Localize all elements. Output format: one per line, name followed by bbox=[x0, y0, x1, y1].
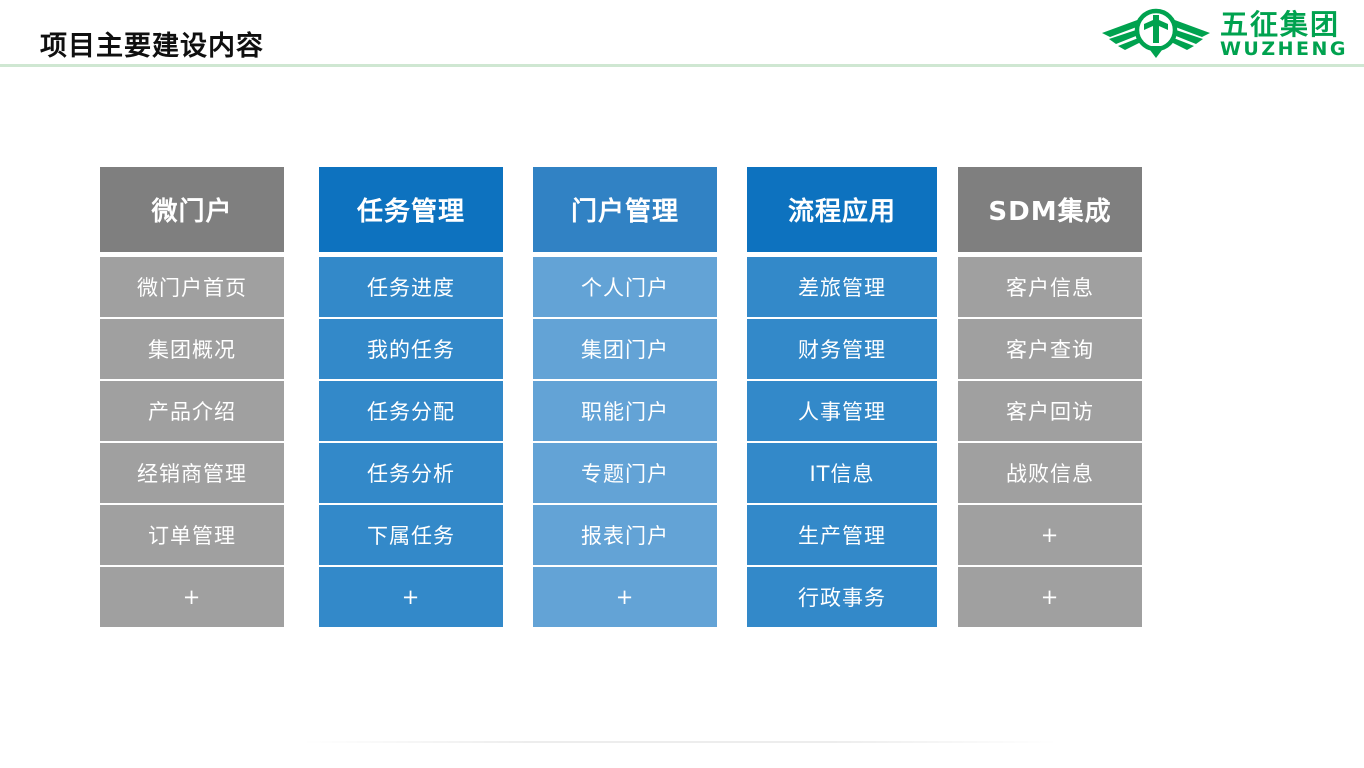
column-item: 下属任务 bbox=[319, 505, 503, 565]
wuzheng-logo: 五征集团 WUZHENG bbox=[1100, 6, 1348, 64]
column-item: 微门户首页 bbox=[100, 257, 284, 317]
column-item: 集团概况 bbox=[100, 319, 284, 379]
column-item: 专题门户 bbox=[533, 443, 717, 503]
logo-text-cn: 五征集团 bbox=[1219, 8, 1340, 42]
column-item: 任务分析 bbox=[319, 443, 503, 503]
column-item: 经销商管理 bbox=[100, 443, 284, 503]
logo-text-en: WUZHENG bbox=[1219, 37, 1348, 60]
column-item: 职能门户 bbox=[533, 381, 717, 441]
column-item: 战败信息 bbox=[958, 443, 1142, 503]
column-item-plus: + bbox=[958, 505, 1142, 565]
column-item-plus: + bbox=[958, 567, 1142, 627]
column-header-task-management: 任务管理 bbox=[319, 167, 503, 252]
column-header-sdm-integration: SDM集成 bbox=[958, 167, 1142, 252]
column-item: 任务分配 bbox=[319, 381, 503, 441]
column-header-portal-management: 门户管理 bbox=[533, 167, 717, 252]
column-process-apps: 流程应用 差旅管理 财务管理 人事管理 IT信息 生产管理 行政事务 bbox=[747, 167, 937, 629]
column-item: 财务管理 bbox=[747, 319, 937, 379]
wuzheng-wings-icon bbox=[1100, 6, 1212, 64]
column-item: 产品介绍 bbox=[100, 381, 284, 441]
column-item-plus: + bbox=[100, 567, 284, 627]
column-task-management: 任务管理 任务进度 我的任务 任务分配 任务分析 下属任务 + bbox=[319, 167, 503, 629]
column-item: 订单管理 bbox=[100, 505, 284, 565]
column-micro-portal: 微门户 微门户首页 集团概况 产品介绍 经销商管理 订单管理 + bbox=[100, 167, 284, 629]
column-item: 客户回访 bbox=[958, 381, 1142, 441]
column-portal-management: 门户管理 个人门户 集团门户 职能门户 专题门户 报表门户 + bbox=[533, 167, 717, 629]
column-sdm-integration: SDM集成 客户信息 客户查询 客户回访 战败信息 + + bbox=[958, 167, 1142, 629]
column-item: 人事管理 bbox=[747, 381, 937, 441]
column-item: 客户查询 bbox=[958, 319, 1142, 379]
column-item: 个人门户 bbox=[533, 257, 717, 317]
column-item: 报表门户 bbox=[533, 505, 717, 565]
column-item-plus: + bbox=[533, 567, 717, 627]
footer-divider bbox=[300, 741, 1060, 743]
page-title: 项目主要建设内容 bbox=[40, 31, 264, 62]
module-board: 微门户 微门户首页 集团概况 产品介绍 经销商管理 订单管理 + 任务管理 任务… bbox=[100, 167, 1264, 632]
column-item: 生产管理 bbox=[747, 505, 937, 565]
column-item-plus: + bbox=[319, 567, 503, 627]
column-item: 差旅管理 bbox=[747, 257, 937, 317]
column-item: 任务进度 bbox=[319, 257, 503, 317]
column-item: IT信息 bbox=[747, 443, 937, 503]
column-header-process-apps: 流程应用 bbox=[747, 167, 937, 252]
title-divider bbox=[0, 64, 1364, 67]
column-header-micro-portal: 微门户 bbox=[100, 167, 284, 252]
column-item: 我的任务 bbox=[319, 319, 503, 379]
column-item: 集团门户 bbox=[533, 319, 717, 379]
column-item: 客户信息 bbox=[958, 257, 1142, 317]
column-item: 行政事务 bbox=[747, 567, 937, 627]
